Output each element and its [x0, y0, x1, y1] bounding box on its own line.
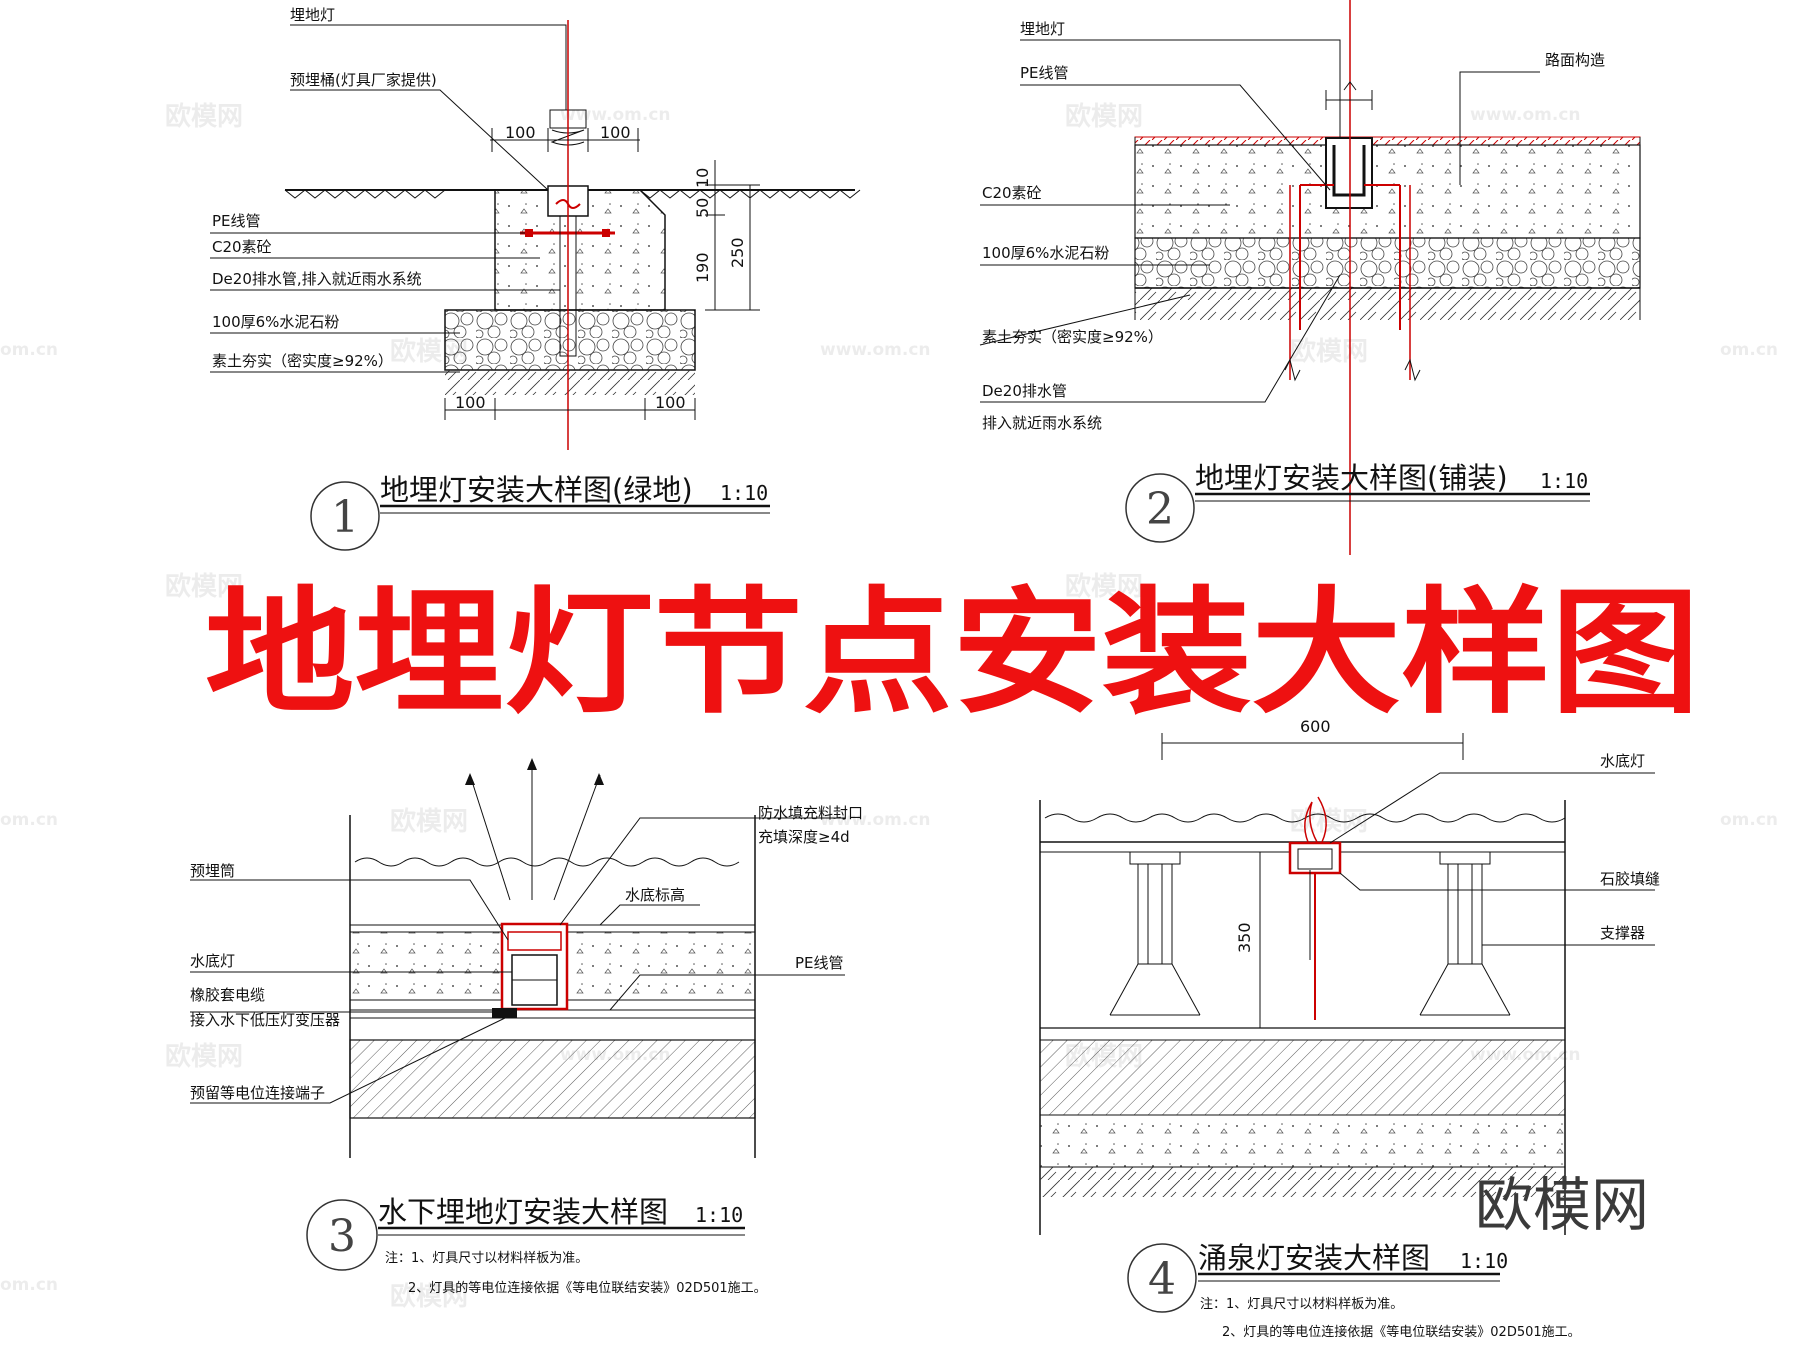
svg-text:欧模网: 欧模网 [165, 101, 243, 132]
svg-text:om.cn: om.cn [1720, 340, 1778, 360]
svg-text:素土夯实（密实度≥92%）: 素土夯实（密实度≥92%） [212, 352, 393, 370]
svg-text:www.om.cn: www.om.cn [1470, 105, 1581, 125]
svg-text:1:10: 1:10 [1540, 469, 1588, 493]
svg-text:100厚6%水泥石粉: 100厚6%水泥石粉 [982, 244, 1109, 262]
detail-3-drawing [190, 758, 845, 1158]
svg-text:水底标高: 水底标高 [625, 886, 685, 904]
svg-text:50: 50 [693, 198, 712, 218]
svg-text:100厚6%水泥石粉: 100厚6%水泥石粉 [212, 313, 339, 331]
svg-text:水底灯: 水底灯 [190, 952, 235, 970]
svg-text:om.cn: om.cn [0, 340, 58, 360]
detail-2-labels: 埋地灯 PE线管 路面构造 C20素砼 100厚6%水泥石粉 素土夯实（密实度≥… [982, 20, 1605, 432]
detail-2-drawing [979, 0, 1641, 555]
detail-3-title: 3 水下埋地灯安装大样图 1:10 注：1、灯具尺寸以材料样板为准。 2、灯具的… [306, 1195, 767, 1296]
svg-text:水下埋地灯安装大样图: 水下埋地灯安装大样图 [378, 1195, 668, 1229]
svg-text:190: 190 [693, 252, 712, 283]
detail-3-labels: 预埋筒 防水填充料封口 充填深度≥4d 水底标高 水底灯 PE线管 橡胶套电缆 … [190, 804, 863, 1102]
detail-1-number-circle [310, 481, 380, 551]
detail-4-labels: 水底灯 石胶填缝 支撑器 [1600, 752, 1660, 942]
detail-2-title: 2 地埋灯安装大样图(铺装) 1:10 [1125, 461, 1590, 543]
svg-text:100: 100 [600, 123, 631, 142]
detail-4-drawing: 600 350 [1039, 717, 1655, 1235]
svg-text:涌泉灯安装大样图: 涌泉灯安装大样图 [1198, 1241, 1430, 1275]
svg-text:www.om.cn: www.om.cn [820, 340, 931, 360]
svg-text:注：1、灯具尺寸以材料样板为准。: 注：1、灯具尺寸以材料样板为准。 [385, 1251, 588, 1266]
svg-text:1:10: 1:10 [720, 481, 768, 505]
svg-text:水底灯: 水底灯 [1600, 752, 1645, 770]
svg-text:100: 100 [505, 123, 536, 142]
detail-4-title: 4 涌泉灯安装大样图 1:10 注：1、灯具尺寸以材料样板为准。 2、灯具的等电… [1127, 1241, 1581, 1340]
svg-text:埋地灯: 埋地灯 [1020, 20, 1065, 38]
svg-text:De20排水管,排入就近雨水系统: De20排水管,排入就近雨水系统 [212, 270, 422, 288]
brand-logo: 欧模网 [1475, 1171, 1649, 1239]
svg-text:欧模网: 欧模网 [165, 571, 243, 602]
svg-text:石胶填缝: 石胶填缝 [1600, 870, 1660, 888]
svg-text:防水填充料封口: 防水填充料封口 [758, 804, 863, 822]
svg-text:地埋灯安装大样图(绿地): 地埋灯安装大样图(绿地) [380, 473, 693, 507]
svg-text:欧模网: 欧模网 [1290, 336, 1368, 367]
svg-text:橡胶套电缆: 橡胶套电缆 [190, 986, 265, 1004]
detail-1-labels: 埋地灯 预埋桶(灯具厂家提供) PE线管 C20素砼 De20排水管,排入就近雨… [212, 6, 437, 370]
svg-text:www.om.cn: www.om.cn [820, 810, 931, 830]
svg-text:10: 10 [693, 168, 712, 188]
svg-text:PE线管: PE线管 [212, 212, 261, 230]
detail-1-title: 1 地埋灯安装大样图(绿地) 1:10 [310, 473, 770, 551]
svg-text:om.cn: om.cn [1720, 810, 1778, 830]
svg-text:2: 2 [1146, 484, 1174, 535]
svg-text:预埋筒: 预埋筒 [190, 862, 235, 880]
svg-text:2、灯具的等电位连接依据《等电位联结安装》02D501施工。: 2、灯具的等电位连接依据《等电位联结安装》02D501施工。 [1222, 1324, 1581, 1340]
main-title: 地埋灯节点安装大样图 [205, 575, 1700, 733]
svg-text:4: 4 [1148, 1254, 1176, 1305]
svg-text:250: 250 [728, 237, 747, 268]
svg-text:欧模网: 欧模网 [165, 1041, 243, 1072]
svg-text:素土夯实（密实度≥92%）: 素土夯实（密实度≥92%） [982, 328, 1163, 346]
svg-text:欧模网: 欧模网 [390, 806, 468, 837]
svg-text:路面构造: 路面构造 [1545, 51, 1605, 69]
svg-text:PE线管: PE线管 [1020, 64, 1069, 82]
svg-text:om.cn: om.cn [0, 1275, 58, 1295]
svg-text:350: 350 [1235, 922, 1254, 953]
svg-text:充填深度≥4d: 充填深度≥4d [758, 828, 850, 846]
svg-text:1:10: 1:10 [1460, 1249, 1508, 1273]
detail-1-drawing: 100 100 100 100 10 50 190 250 [210, 20, 861, 450]
svg-text:地埋灯安装大样图(铺装): 地埋灯安装大样图(铺装) [1195, 461, 1508, 495]
svg-text:1: 1 [331, 492, 359, 543]
svg-text:PE线管: PE线管 [795, 954, 844, 972]
svg-text:预埋桶(灯具厂家提供): 预埋桶(灯具厂家提供) [290, 71, 437, 89]
detail-2-number-circle [1125, 473, 1195, 543]
svg-text:www.om.cn: www.om.cn [560, 105, 671, 125]
svg-text:100: 100 [455, 393, 486, 412]
svg-text:注：1、灯具尺寸以材料样板为准。: 注：1、灯具尺寸以材料样板为准。 [1200, 1297, 1403, 1312]
svg-text:欧模网: 欧模网 [1290, 806, 1368, 837]
detail-3-number-circle [306, 1199, 378, 1271]
svg-text:100: 100 [655, 393, 686, 412]
svg-text:欧模网: 欧模网 [390, 1281, 468, 1312]
svg-text:预留等电位连接端子: 预留等电位连接端子 [190, 1084, 325, 1102]
svg-text:De20排水管: De20排水管 [982, 382, 1067, 400]
svg-text:欧模网: 欧模网 [1065, 101, 1143, 132]
svg-text:C20素砼: C20素砼 [212, 238, 272, 256]
svg-text:支撑器: 支撑器 [1600, 924, 1645, 942]
svg-text:欧模网: 欧模网 [1065, 571, 1143, 602]
svg-text:3: 3 [328, 1211, 356, 1262]
svg-text:C20素砼: C20素砼 [982, 184, 1042, 202]
svg-text:接入水下低压灯变压器: 接入水下低压灯变压器 [190, 1011, 340, 1029]
svg-text:2、灯具的等电位连接依据《等电位联结安装》02D501施工。: 2、灯具的等电位连接依据《等电位联结安装》02D501施工。 [408, 1280, 767, 1296]
detail-4-number-circle [1127, 1243, 1197, 1313]
svg-text:1:10: 1:10 [695, 1203, 743, 1227]
svg-text:排入就近雨水系统: 排入就近雨水系统 [982, 414, 1102, 432]
svg-text:om.cn: om.cn [0, 810, 58, 830]
svg-text:600: 600 [1300, 717, 1331, 736]
svg-text:埋地灯: 埋地灯 [290, 6, 335, 24]
